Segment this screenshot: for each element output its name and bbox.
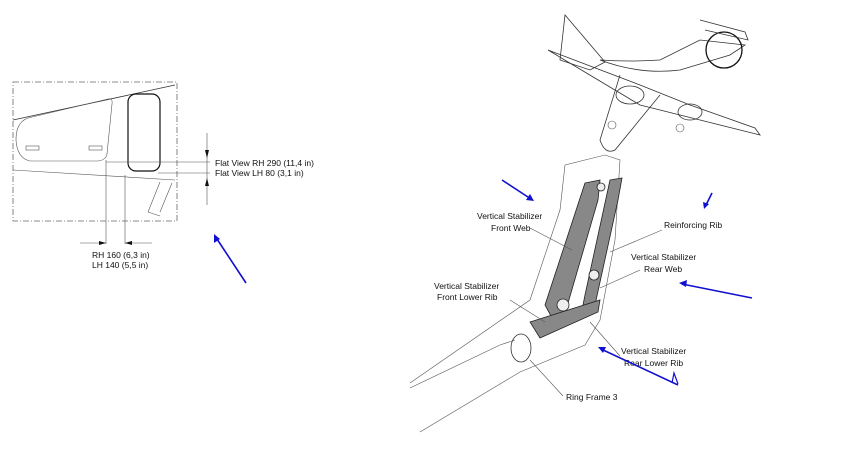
vertical-stabilizer-view: Vertical Stabilizer Front Web Reinforcin…	[409, 154, 722, 433]
flat-view-lh-label: Flat View LH 80 (3,1 in)	[215, 168, 304, 178]
rear-web-label-1: Vertical Stabilizer	[631, 252, 696, 262]
rear-web-label-2: Rear Web	[644, 264, 682, 274]
flat-view-rh-label: Flat View RH 290 (11,4 in)	[215, 158, 314, 168]
blue-arrow-icon	[501, 179, 534, 201]
ring-frame-label: Ring Frame 3	[566, 392, 618, 402]
dim-lh-label: LH 140 (5,5 in)	[92, 260, 148, 270]
blue-arrow-icon	[703, 192, 713, 209]
dim-rh-label: RH 160 (6,3 in)	[92, 250, 150, 260]
detail-boundary	[12, 81, 178, 222]
blue-arrow-icon	[679, 280, 753, 299]
fuselage-detail-view: Flat View RH 290 (11,4 in) Flat View LH …	[12, 81, 314, 270]
aircraft-overview	[547, 14, 761, 152]
front-lower-rib-label-2: Front Lower Rib	[437, 292, 498, 302]
front-web-label-2: Front Web	[491, 223, 531, 233]
tail-callout-circle	[705, 31, 743, 69]
rear-lower-rib-label-2: Rear Lower Rib	[624, 358, 683, 368]
ring-frame-part	[510, 333, 532, 363]
rear-lower-rib-label-1: Vertical Stabilizer	[621, 346, 686, 356]
front-lower-rib-label-1: Vertical Stabilizer	[434, 281, 499, 291]
lower-rib-part	[529, 299, 601, 339]
front-web-label-1: Vertical Stabilizer	[477, 211, 542, 221]
blue-arrow-icon	[598, 347, 679, 386]
reinforcing-rib-label: Reinforcing Rib	[664, 220, 722, 230]
blue-arrow-icon	[214, 234, 247, 284]
annotation-arrows	[214, 179, 753, 386]
window-outline	[127, 93, 161, 172]
